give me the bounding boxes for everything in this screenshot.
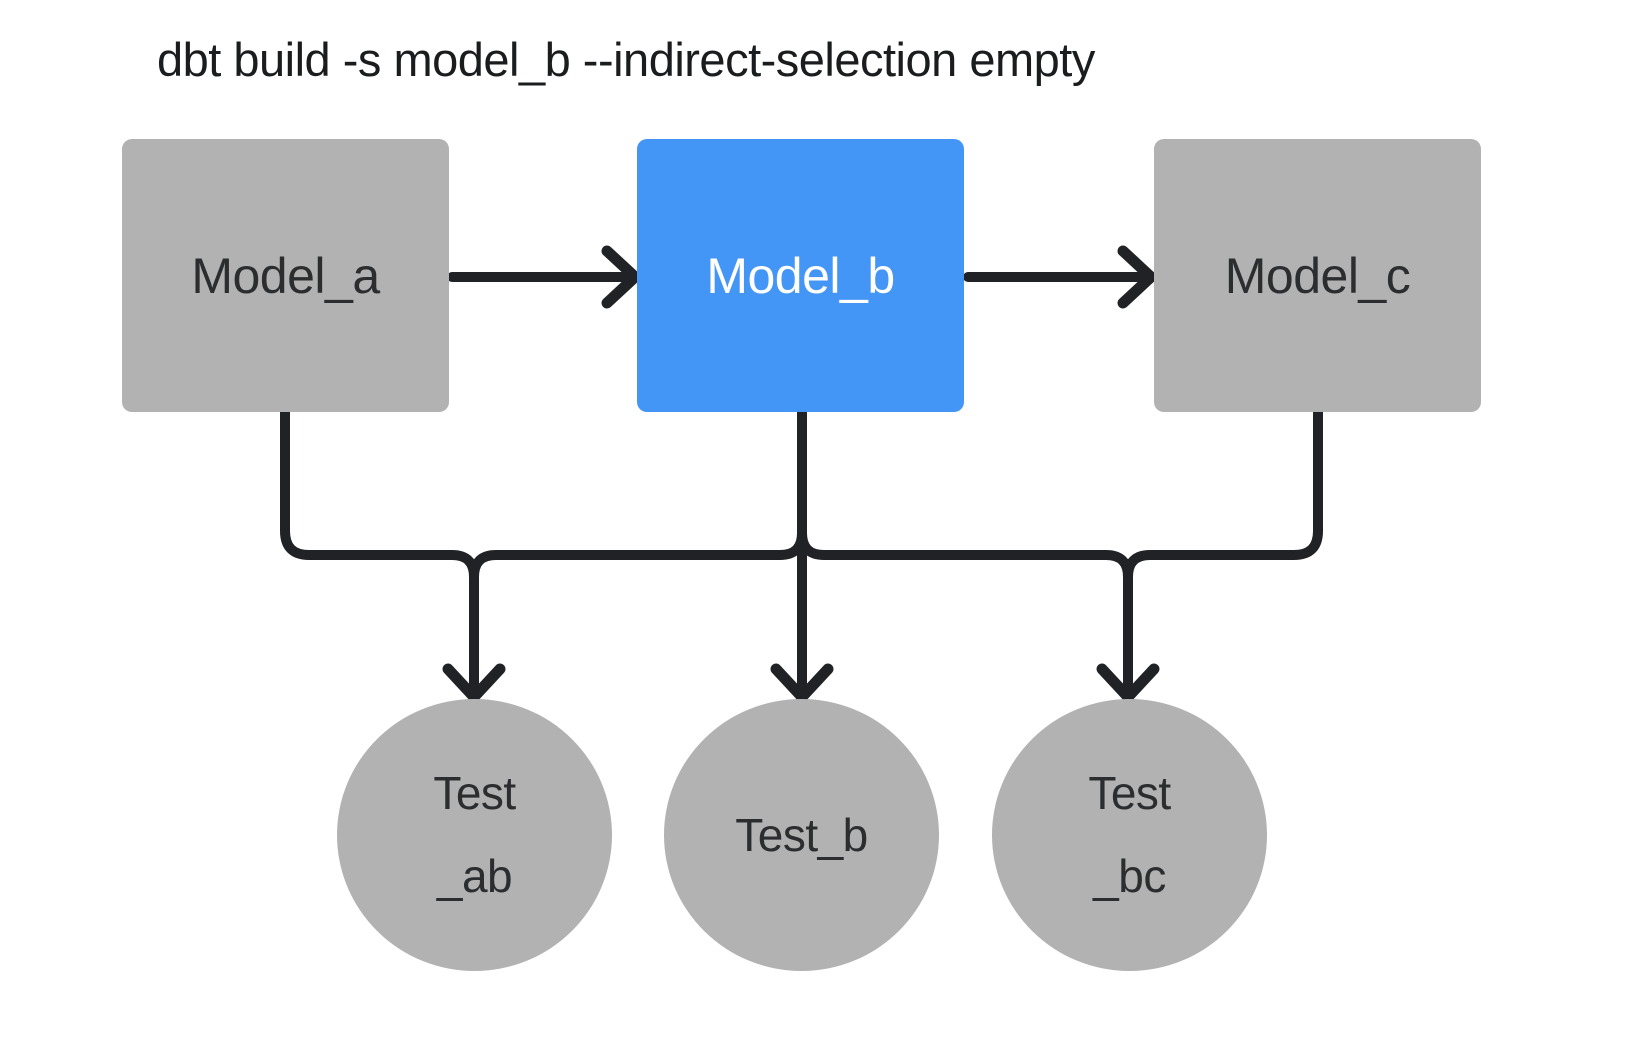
arrowhead-model-b [601, 245, 641, 309]
edge-model-a-to-test-ab [280, 405, 479, 689]
page-title: dbt build -s model_b --indirect-selectio… [157, 33, 1095, 86]
arrowhead-test-bc [1096, 663, 1160, 703]
node-model-c: Model_c [1154, 139, 1481, 412]
node-test-ab: Test _ab [337, 699, 612, 971]
node-model-b-selected: Model_b [637, 139, 964, 412]
node-label-line1: Test_b [735, 808, 868, 861]
arrowhead-test-b [770, 663, 834, 703]
node-label-line2: _ab [436, 850, 513, 902]
node-label-line1: Test [433, 767, 516, 819]
edge-model-c-to-test-bc [1123, 405, 1323, 582]
edge-model-b-to-test-bc [797, 528, 1133, 689]
node-test-b: Test_b [664, 699, 939, 971]
arrowhead-model-c [1117, 245, 1157, 309]
node-test-bc: Test _bc [992, 699, 1267, 971]
node-label: Model_b [706, 247, 895, 304]
node-model-a: Model_a [122, 139, 449, 412]
node-label-line2: _bc [1093, 850, 1166, 902]
node-label: Model_c [1224, 247, 1411, 304]
arrowhead-test-ab [442, 663, 506, 703]
node-label: Model_a [191, 247, 380, 304]
edge-model-b-to-test-ab [469, 405, 807, 582]
node-label-line1: Test [1088, 767, 1171, 819]
